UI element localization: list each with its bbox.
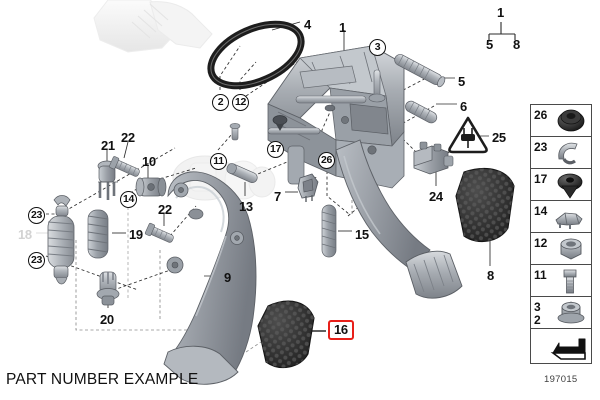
part-11-bolt-inscene [229,123,241,141]
legend-number: 14 [534,204,548,218]
bushing-icon [557,109,585,132]
legend-number: 23 [534,140,548,154]
callout-6: 6 [460,99,467,114]
nut-icon [560,238,582,260]
legend-item-26[interactable]: 26 [531,105,591,137]
part-9-clutch-pedal-arm [163,171,257,385]
parts-legend-panel: 26 23 17 [530,104,592,364]
callout-8: 8 [487,268,494,283]
callout-5: 5 [458,74,465,89]
callout-8: 8 [513,37,520,52]
clip-icon [558,142,578,165]
callout-9: 9 [224,270,231,285]
callout-24: 24 [429,189,443,204]
callout-4: 4 [304,17,311,32]
callout-12: 12 [232,94,249,111]
legend-item-23[interactable]: 23 [531,137,591,169]
legend-item-11[interactable]: 11 [531,265,591,297]
part-17-grommet-inscene [272,115,288,131]
callout-7: 7 [274,189,281,204]
legend-item-12[interactable]: 12 [531,233,591,265]
callout-21: 21 [101,138,115,153]
callout-10: 10 [142,154,156,169]
callout-17: 17 [267,141,284,158]
legend-number: 26 [534,108,548,122]
legend-item-17[interactable]: 17 [531,169,591,201]
part-4-gasket [207,20,305,90]
callout-14: 14 [120,191,137,208]
part-3-stud [368,69,386,103]
part-5-rod [394,54,446,88]
part-7-clip [297,173,319,202]
arrow-icon [550,338,586,360]
callout-1: 1 [339,20,346,35]
callout-1: 1 [497,5,504,20]
part-26-bushing-inscene [324,104,336,112]
part-19-spring [87,209,109,259]
callout-16-highlighted[interactable]: 16 [328,320,354,340]
part-13-pin [226,163,258,184]
part-16-pedal-pad-highlighted [257,300,315,369]
callout-18: 18 [18,227,32,242]
legend-number-secondary: 2 [534,313,541,327]
callout-11: 11 [210,153,227,170]
legend-number: 11 [534,268,547,282]
callout-23: 23 [28,252,45,269]
part-20-pin [96,271,120,306]
callout-22: 22 [121,130,135,145]
flangenut-icon [557,301,585,324]
callout-3: 3 [369,39,386,56]
grommet-icon [557,173,583,199]
callout-13: 13 [239,199,253,214]
part-22-bolt-upper [109,156,140,177]
bolt-icon [563,269,577,294]
bracket-icon [555,212,583,229]
callout-25: 25 [492,130,506,145]
part-6-rod [405,100,438,124]
part-22-bolt-lower [144,223,174,243]
legend-number: 17 [534,172,548,186]
callout-26: 26 [318,152,335,169]
legend-number: 12 [534,236,548,250]
legend-item-14[interactable]: 14 [531,201,591,233]
callout-19: 19 [129,227,143,242]
part-18-damper-assembly [47,195,75,285]
callout-2: 2 [212,94,229,111]
callout-15: 15 [355,227,369,242]
callout-20: 20 [100,312,114,327]
part-10-bushing [135,177,167,197]
callout-5: 5 [486,37,493,52]
part-24-switch [413,141,454,175]
legend-number: 3 [534,300,541,314]
callout-22: 22 [158,202,172,217]
callout-23: 23 [28,207,45,224]
part-8-pedal-pad [455,168,515,243]
brake-pedal-arm [335,139,463,299]
part-15-spring [321,204,337,258]
caption-text: PART NUMBER EXAMPLE [6,371,199,388]
part-25-connector-symbol [448,116,488,154]
diagram-reference-number: 197015 [544,374,578,385]
legend-item-arrow[interactable] [531,329,591,363]
